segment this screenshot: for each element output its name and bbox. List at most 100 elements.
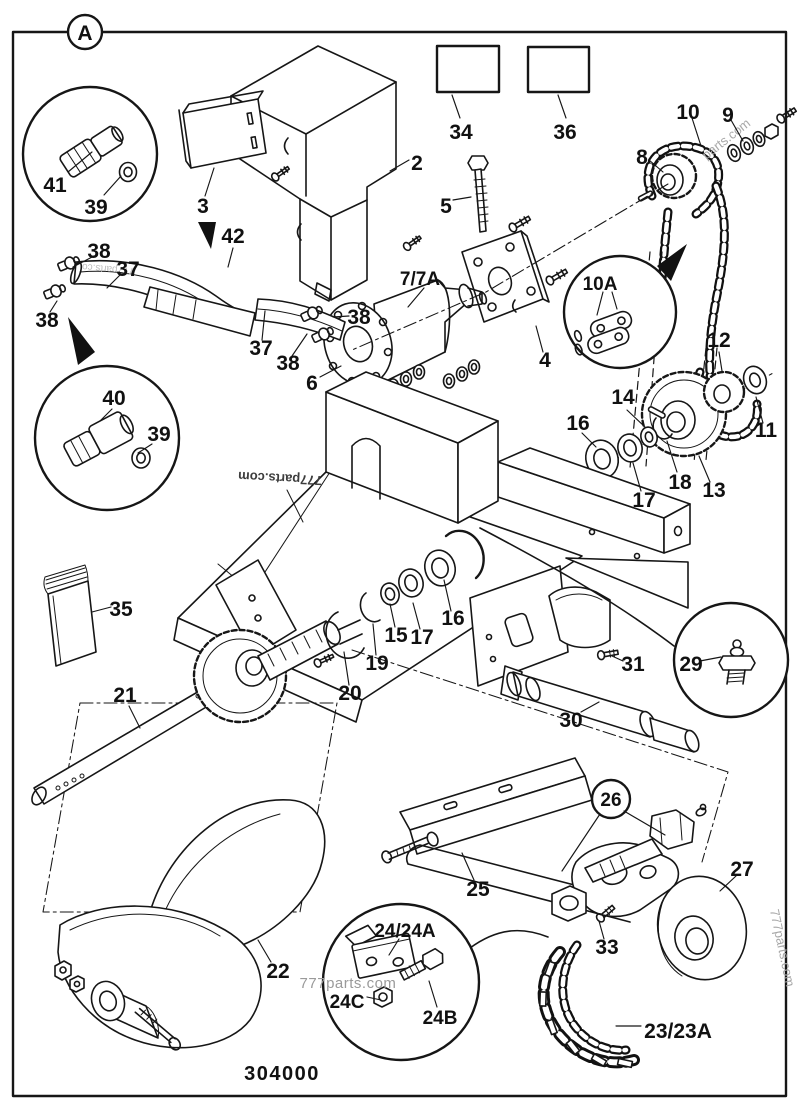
callout-4: 4 — [539, 349, 551, 372]
leader-lines — [49, 94, 764, 1027]
nut-24c — [373, 986, 393, 1008]
booklet-35 — [43, 564, 97, 667]
washer-39 — [118, 161, 138, 183]
callout-38: 38 — [276, 352, 300, 375]
callout-labels: A 41 39 3 2 34 36 5 8 10 9 10A 7/7A 4 6 … — [35, 22, 777, 1085]
callout-view-a: A — [77, 22, 92, 45]
detail-circle-10a — [562, 244, 687, 370]
callout-27: 27 — [730, 858, 753, 881]
callout-30: 30 — [559, 709, 582, 732]
fitting-38 — [300, 305, 323, 323]
nut-hex — [551, 885, 587, 922]
pointer-arrow — [657, 244, 687, 281]
frame-border — [11, 13, 788, 1098]
grease-fitting-29 — [718, 639, 756, 685]
callout-29: 29 — [679, 653, 702, 676]
detail-circle-29 — [672, 601, 790, 719]
callout-34: 34 — [449, 121, 473, 144]
callout-19: 19 — [365, 652, 388, 675]
callout-8: 8 — [636, 146, 648, 169]
ring-15 — [380, 582, 400, 606]
pointer-swoosh — [479, 527, 675, 647]
pointer-arrow — [198, 222, 216, 249]
callout-38: 38 — [35, 309, 59, 332]
watermark-bottom: 777parts.com — [300, 975, 397, 992]
bearing-11 — [742, 365, 768, 395]
screw — [508, 215, 532, 233]
detail-circle-40-39 — [33, 317, 181, 512]
key-14 — [647, 406, 666, 419]
callout-17: 17 — [410, 626, 433, 649]
callout-7-7a: 7/7A — [400, 269, 440, 290]
tube-30 — [500, 665, 700, 753]
callout-41: 41 — [43, 174, 67, 197]
ring-17 — [398, 568, 424, 598]
ring-17 — [617, 433, 643, 463]
washer-14 — [640, 426, 658, 448]
screw-31 — [596, 649, 619, 661]
view-marker-circle — [66, 13, 104, 51]
callout-42: 42 — [221, 225, 244, 248]
watermark-housing: 777parts.com — [238, 469, 322, 488]
callout-10a: 10A — [583, 274, 618, 295]
detail-circle-24 — [321, 902, 481, 1062]
callout-39: 39 — [84, 196, 107, 219]
callout-20: 20 — [338, 682, 361, 705]
part-5-bolt — [467, 155, 489, 233]
boot — [548, 586, 611, 649]
mid-bracket — [469, 565, 569, 687]
decal-34 — [435, 44, 501, 94]
callout-24b: 24B — [423, 1008, 458, 1029]
hoses-37-42 — [69, 259, 346, 341]
callout-11: 11 — [755, 419, 778, 442]
flange-20 — [325, 611, 365, 659]
pointer-arrow — [68, 317, 95, 365]
callout-40: 40 — [102, 387, 125, 410]
callout-23-23a: 23/23A — [644, 1020, 712, 1043]
key — [637, 190, 654, 202]
callout-12: 12 — [707, 329, 730, 352]
callout-9: 9 — [722, 104, 734, 127]
callout-35: 35 — [109, 598, 133, 621]
callout-16: 16 — [441, 607, 464, 630]
bolt-24b — [399, 947, 444, 981]
callout-6: 6 — [306, 372, 318, 395]
callout-16: 16 — [566, 412, 589, 435]
clip-19 — [359, 592, 381, 623]
nut — [69, 975, 85, 993]
callout-22: 22 — [266, 960, 289, 983]
callout-17: 17 — [632, 489, 655, 512]
pedestal — [325, 371, 499, 524]
callout-26: 26 — [600, 790, 621, 811]
screw-33 — [595, 904, 616, 923]
callout-36: 36 — [553, 121, 576, 144]
callout-37: 37 — [116, 258, 139, 281]
axis-line — [351, 183, 669, 351]
callout-31: 31 — [621, 653, 645, 676]
callout-38: 38 — [347, 306, 371, 329]
screw — [545, 268, 569, 286]
callout-39: 39 — [147, 423, 170, 446]
callout-38: 38 — [87, 240, 111, 263]
callout-circle-26 — [561, 778, 666, 872]
fitting-38 — [57, 256, 81, 272]
decal-36 — [526, 45, 591, 94]
callout-25: 25 — [466, 878, 490, 901]
callout-14: 14 — [611, 386, 635, 409]
callout-33: 33 — [595, 936, 618, 959]
bolt — [381, 831, 439, 864]
watermark-right-edge: 777parts.com — [767, 908, 798, 988]
callout-18: 18 — [668, 471, 692, 494]
bolt-26 — [584, 809, 695, 883]
part-2-cover — [230, 45, 397, 302]
screw — [270, 165, 291, 182]
disc-27 — [656, 875, 748, 981]
callout-37: 37 — [249, 337, 272, 360]
callout-24c: 24C — [330, 992, 365, 1013]
fitting-38 — [311, 326, 334, 344]
auger-22 — [54, 799, 326, 1051]
digging-chain-23 — [537, 940, 640, 1069]
sprocket-8 — [637, 152, 698, 202]
